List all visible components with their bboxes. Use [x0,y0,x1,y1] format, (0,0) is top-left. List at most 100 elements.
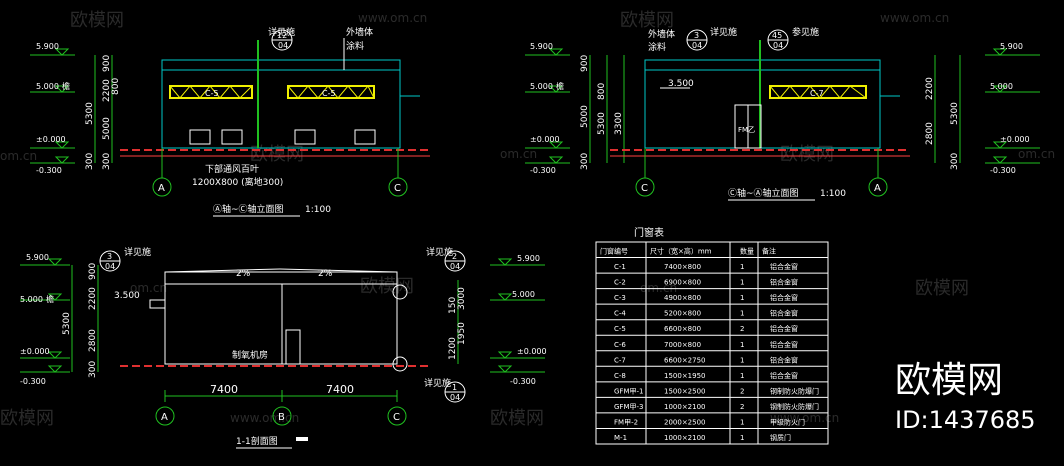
svg-text:45: 45 [772,31,782,40]
level-5000: 5.000 [530,82,553,91]
axis-bubble [272,406,292,426]
dim: 2800 [925,122,935,145]
window-c5-left: C-5 [169,85,253,99]
table-cell: C-7 [614,356,626,364]
table-cell: 铝合金窗 [770,340,798,349]
table-cell: 2 [740,387,744,395]
svg-text:04: 04 [105,262,115,271]
dim-900: 900 [102,55,112,72]
level-0000: ±0.000 [36,135,66,144]
watermark-url: om.cn [0,149,37,163]
callout-label: 详见施 [124,246,151,258]
table-cell: 2000×2500 [664,418,706,426]
axis-label: B [278,412,285,423]
level-5000: 5.000 [512,290,535,299]
svg-text:3: 3 [107,252,112,261]
window-label: C-5 [322,89,336,98]
table-cell: 铝合金窗 [770,262,798,271]
svg-text:04: 04 [278,41,288,50]
svg-text:12: 12 [277,31,287,40]
dim: 1200 [448,337,458,360]
window-label: C-5 [205,89,219,98]
watermark-url: www.om.cn [358,11,427,25]
table-cell: 1 [740,341,744,349]
level-note: 檐 [62,81,70,91]
watermark-layer: 欧模网 www.om.cn 欧模网 www.om.cn om.cn 欧模网 om… [0,10,1055,434]
level-markers-left: 5.900 5.000 檐 ±0.000 -0.300 [525,42,570,175]
axis-label: A [874,183,881,194]
dim: 5300 [62,312,72,335]
table-cell: 铝合金窗 [770,309,798,318]
table-cell: C-8 [614,372,626,380]
level-5900: 5.900 [36,42,59,51]
table-cell: M-1 [614,434,627,442]
table-cell: 1 [740,294,744,302]
level-0000: ±0.000 [530,135,560,144]
table-cell: GFM甲-1 [614,387,643,395]
dim: 150 [448,297,458,314]
level-markers-left: 5.900 5.000 檐 ±0.000 -0.300 [30,42,75,175]
table-cell: 铝合金窗 [770,355,798,364]
level-5900: 5.900 [517,254,540,263]
window-c5-right: C-5 [287,85,375,99]
axis-label: C [393,412,400,423]
svg-text:1: 1 [452,383,457,392]
level-minus-0300: -0.300 [990,166,1016,175]
level-markers-right: 5.900 5.000 ±0.000 -0.300 [490,254,547,386]
watermark-id: ID:1437685 [895,406,1036,434]
door [285,329,301,365]
watermark-url: www.om.cn [770,411,839,425]
slope: 2% [318,269,333,279]
schedule-title: 门窗表 [634,226,664,239]
elevation-c-a: 5.900 5.000 檐 ±0.000 -0.300 900 5000 300… [525,26,1040,201]
watermark-url: om.cn [500,147,537,161]
door-fm: FM乙 [734,104,762,149]
dim: 300 [88,361,98,378]
level-5900: 5.900 [530,42,553,51]
table-cell: FM甲-2 [614,418,638,426]
table-cell: 铝合金窗 [770,278,798,287]
table-cell: 1 [740,356,744,364]
watermark-url: om.cn [640,281,677,295]
callout-label: 详见施 [710,26,737,38]
drawing-scale: 1:100 [305,205,331,215]
axis-label: A [158,183,165,194]
axis-bubble [388,177,408,197]
svg-text:2: 2 [452,252,457,261]
level-5000: 5.000 [36,82,59,91]
axis-bubble [155,406,175,426]
watermark-brand: 欧模网 [360,276,414,297]
table-cell: 钢制防火防爆门 [770,402,819,411]
dim-300: 300 [102,153,112,170]
callout-label: 详见施 [424,377,451,389]
callout-label: 详见施 [426,246,453,258]
louver [354,129,376,145]
dim-5000: 5000 [102,117,112,140]
dim: 3000 [457,287,467,310]
table-cell: C-4 [614,310,626,318]
svg-text:04: 04 [450,262,460,271]
table-cell: 铝合金窗 [770,293,798,302]
level-5900: 5.900 [26,253,49,262]
dim-2200: 2200 [102,79,112,102]
table-cell: 6900×800 [664,279,701,287]
axis-label: A [161,412,168,423]
axis-bubble [868,177,888,197]
table-cell: 铝合金窗 [770,371,798,380]
watermark-brand-large: 欧模网 [895,360,1003,401]
dim-800: 800 [111,78,121,95]
axis-bubble [635,177,655,197]
section-1-1: 5.900 5.000 檐 ±0.000 -0.300 900 2200 530… [20,246,547,449]
louver [294,129,316,145]
section-outline [164,271,398,365]
sill-level: 3.500 [114,291,140,301]
table-cell: 1 [740,418,744,426]
svg-text:04: 04 [450,393,460,402]
sill-level: 3.500 [668,79,694,89]
table-cell: 1500×2500 [664,387,706,395]
watermark-brand: 欧模网 [620,10,674,31]
table-cell: 6600×2750 [664,356,706,364]
watermark-brand: 欧模网 [915,278,969,299]
table-header-cell: 门窗编号 [600,247,628,256]
axis-bubble [152,177,172,197]
